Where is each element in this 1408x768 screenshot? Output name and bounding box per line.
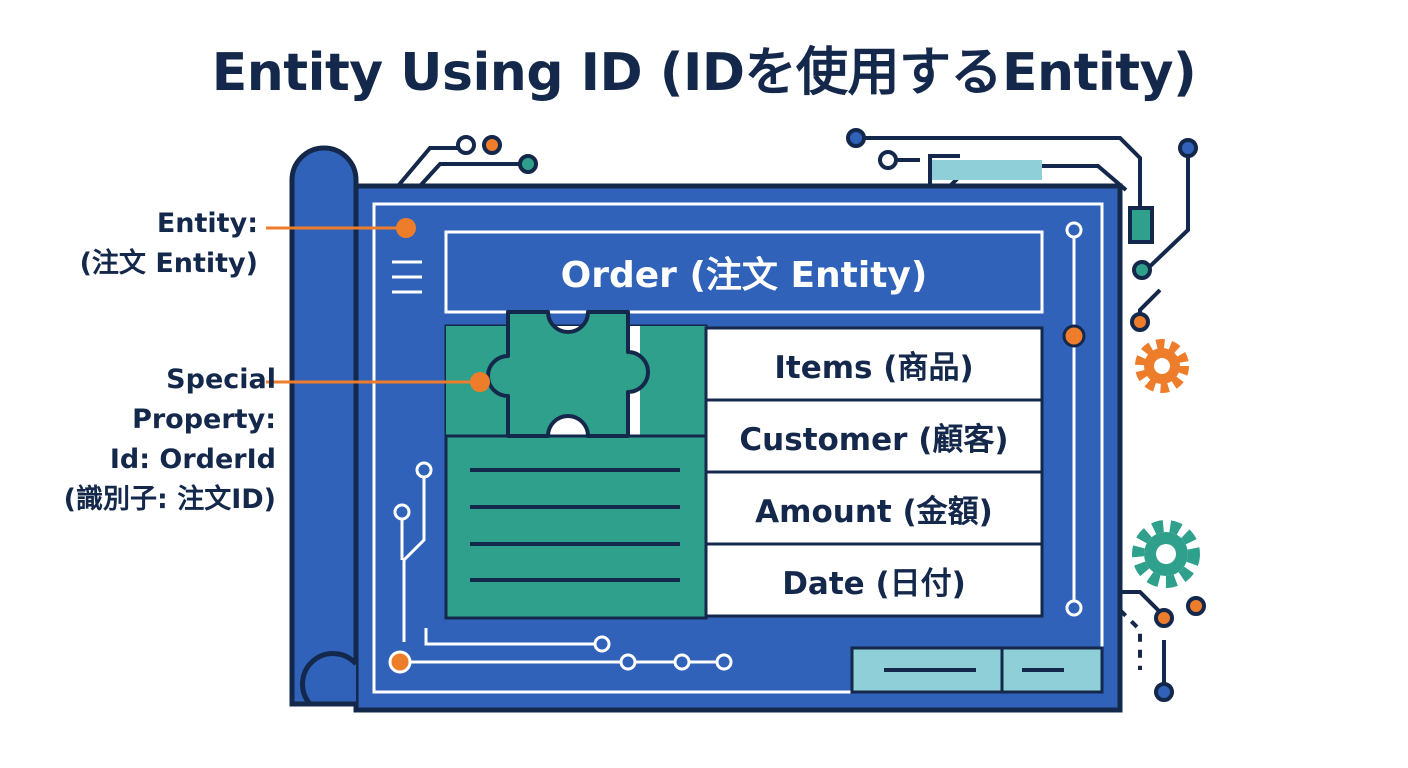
circuit-decoration-top-right [846,128,1198,332]
gear-icon-orange [1135,339,1189,393]
special-property-callout-line-1: Special [166,364,276,395]
gear-icon-teal [1132,520,1200,588]
special-property-callout: Special Property: Id: OrderId (識別子: 注文ID… [64,360,276,520]
panel-status-bar [850,646,1104,694]
menu-icon [392,260,422,294]
circuit-decoration-top-left [396,135,538,188]
special-property-callout-line-2: Property: [132,404,276,435]
callout-leader-lines [266,226,490,392]
entity-callout-line-1: Entity: [156,208,258,239]
blueprint-inner-frame [372,202,1104,694]
entity-marker-dot [396,218,416,238]
scroll-roll [289,145,359,707]
field-amount: Amount (金額) [755,493,993,530]
special-property-callout-line-4: (識別子: 注文ID) [63,484,276,515]
circuit-decoration-panel-right [1065,221,1083,617]
entity-callout-line-2: (注文 Entity) [79,248,258,279]
entity-header-bar [444,230,1044,314]
field-customer: Customer (顧客) [739,421,1009,458]
special-property-callout-line-3: Id: OrderId [109,444,276,475]
circuit-decoration-panel-left [393,461,733,671]
puzzle-piece-icon [486,310,650,438]
page-title: Entity Using ID (IDを使用するEntity) [211,43,1197,103]
entity-callout: Entity: (注文 Entity) [80,204,258,284]
panel-bottom-left-dot [388,650,412,674]
field-rows [704,326,1044,618]
field-items: Items (商品) [774,349,974,386]
panel-orange-dot [1062,324,1086,348]
entity-header-label: Order (注文 Entity) [560,255,928,296]
id-property-lines [470,468,680,582]
field-date: Date (日付) [782,565,966,602]
